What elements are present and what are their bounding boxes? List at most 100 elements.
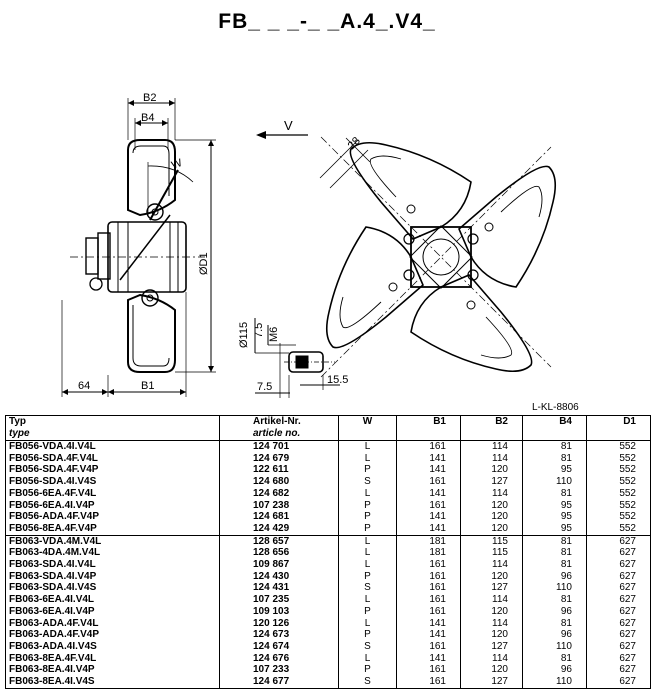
label-m6: M6	[268, 327, 280, 342]
cell-type: FB063-SDA.4I.V4P	[5, 570, 220, 583]
cell-b2: 127	[460, 476, 523, 488]
cell-w: P	[338, 511, 397, 523]
cell-b1: 141	[396, 522, 461, 536]
cell-b1: 161	[396, 605, 461, 618]
document-title: FB_ _ _-_ _A.4_.V4_	[218, 10, 436, 33]
cell-w: L	[338, 487, 397, 500]
cell-article-no: 124 680	[219, 476, 339, 488]
cell-type: FB063-8EA.4I.V4S	[5, 676, 220, 689]
cell-b4: 95	[522, 464, 587, 477]
cell-d1: 627	[586, 570, 651, 583]
cell-b1: 141	[396, 511, 461, 523]
label-64: 64	[78, 380, 90, 392]
cell-d1: 552	[586, 452, 651, 465]
cell-b2: 114	[460, 487, 523, 500]
label-d115: Ø115	[238, 322, 250, 348]
cell-b4: 96	[522, 605, 587, 618]
cell-b1: 161	[396, 476, 461, 488]
cell-b4: 81	[522, 594, 587, 606]
cell-b2: 120	[460, 605, 523, 618]
header-typ: Typ	[5, 415, 220, 428]
cell-b2: 120	[460, 499, 523, 512]
cell-article-no: 124 674	[219, 640, 339, 653]
cell-article-no: 124 676	[219, 652, 339, 665]
cell-d1: 627	[586, 582, 651, 595]
cell-b4: 95	[522, 499, 587, 512]
cell-b2: 120	[460, 664, 523, 677]
cell-b4: 95	[522, 522, 587, 536]
cell-b2: 120	[460, 629, 523, 641]
cell-b1: 161	[396, 676, 461, 689]
cell-d1: 552	[586, 499, 651, 512]
cell-article-no: 124 677	[219, 676, 339, 689]
cell-w: L	[338, 652, 397, 665]
cell-article-no: 124 679	[219, 452, 339, 465]
cell-d1: 627	[586, 594, 651, 606]
cell-b4: 96	[522, 664, 587, 677]
cell-article-no: 122 611	[219, 464, 339, 477]
cell-w: S	[338, 582, 397, 595]
cell-d1: 627	[586, 535, 651, 548]
cell-b4: 81	[522, 440, 587, 453]
cell-type: FB056-ADA.4F.V4P	[5, 511, 220, 523]
cell-d1: 627	[586, 664, 651, 677]
cell-b1: 141	[396, 464, 461, 477]
table-header-row-en: type article no.	[5, 428, 651, 441]
cell-b1: 141	[396, 452, 461, 465]
cell-d1: 627	[586, 652, 651, 665]
cell-d1: 627	[586, 629, 651, 641]
cell-type: FB063-ADA.4I.V4S	[5, 640, 220, 653]
cell-w: P	[338, 664, 397, 677]
cell-b1: 141	[396, 629, 461, 641]
cell-w: S	[338, 676, 397, 689]
cell-article-no: 109 867	[219, 559, 339, 571]
cell-article-no: 107 238	[219, 499, 339, 512]
cell-b2: 120	[460, 522, 523, 536]
cell-b4: 95	[522, 511, 587, 523]
cell-w: L	[338, 535, 397, 548]
cell-article-no: 107 235	[219, 594, 339, 606]
cell-b2: 120	[460, 570, 523, 583]
cell-b1: 161	[396, 570, 461, 583]
cell-b4: 96	[522, 629, 587, 641]
cell-d1: 627	[586, 676, 651, 689]
cell-b1: 161	[396, 582, 461, 595]
cell-b2: 120	[460, 464, 523, 477]
cell-b2: 115	[460, 547, 523, 560]
cell-w: P	[338, 605, 397, 618]
cell-w: S	[338, 476, 397, 488]
cell-type: FB056-SDA.4F.V4L	[5, 452, 220, 465]
cell-article-no: 124 431	[219, 582, 339, 595]
cell-type: FB056-VDA.4I.V4L	[5, 440, 220, 453]
cell-w: S	[338, 640, 397, 653]
cell-type: FB063-ADA.4F.V4P	[5, 629, 220, 641]
cell-b1: 161	[396, 559, 461, 571]
stud-detail	[254, 318, 340, 398]
cell-w: P	[338, 629, 397, 641]
cell-b4: 81	[522, 452, 587, 465]
label-b2: B2	[143, 92, 156, 104]
cell-w: L	[338, 547, 397, 560]
cell-b1: 181	[396, 547, 461, 560]
cell-article-no: 124 429	[219, 522, 339, 536]
cell-d1: 552	[586, 440, 651, 453]
side-view	[61, 98, 216, 397]
cell-b4: 81	[522, 559, 587, 571]
cell-w: P	[338, 464, 397, 477]
cell-article-no: 107 233	[219, 664, 339, 677]
cell-type: FB056-8EA.4F.V4P	[5, 522, 220, 536]
